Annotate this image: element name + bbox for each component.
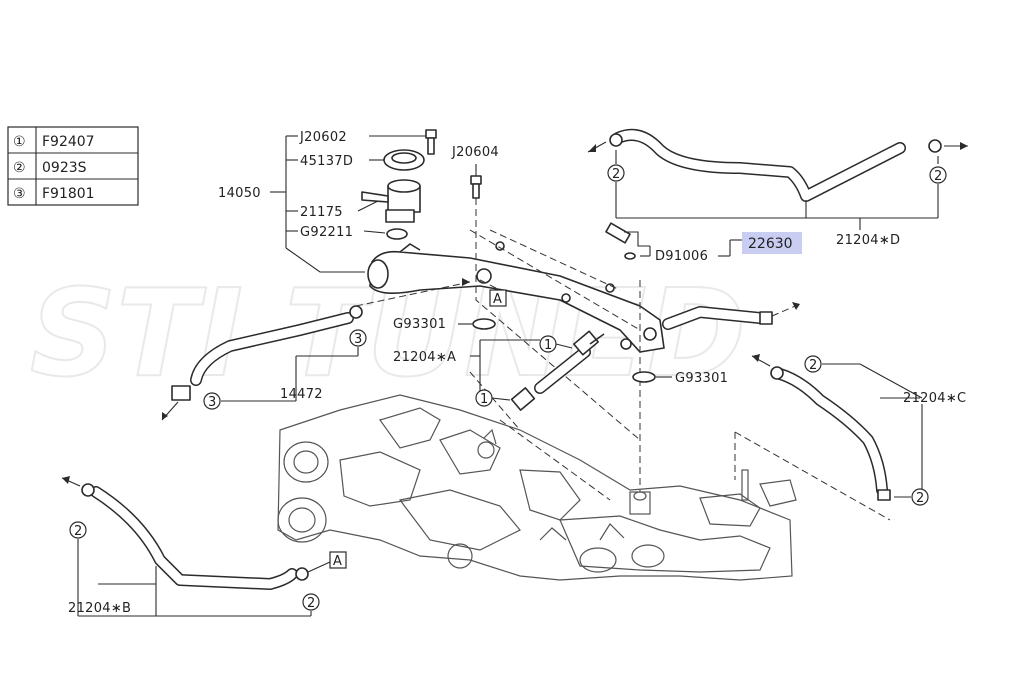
ref-a-box-bottom: A xyxy=(329,551,347,569)
ref-a-box-top: A xyxy=(489,289,507,307)
label-21204d: 21204∗D xyxy=(836,233,900,248)
label-14050: 14050 xyxy=(218,186,261,201)
label-j20604: J20604 xyxy=(451,145,499,160)
hose-21204d: 2 2 21204∗D xyxy=(587,129,968,248)
cap-45137d xyxy=(383,149,425,171)
bolt-j20602 xyxy=(425,129,437,155)
water-pipe-14050 xyxy=(367,241,665,353)
label-21204a: 21204∗A xyxy=(393,350,456,365)
svg-text:2: 2 xyxy=(809,358,818,373)
callout-1-a xyxy=(539,335,557,353)
legend-table: ① F92407 ② 0923S ③ F91801 xyxy=(7,126,139,206)
legend-code-1: F92407 xyxy=(42,134,95,150)
callout-1-b xyxy=(475,389,493,407)
thermostat-21175 xyxy=(361,179,421,223)
svg-text:A: A xyxy=(333,554,342,569)
callout-2-b-top xyxy=(69,521,87,539)
label-g93301-b: G93301 xyxy=(675,371,728,386)
callout-2-c-top xyxy=(804,355,822,373)
engine-block xyxy=(277,394,797,581)
callout-2-c-bottom xyxy=(911,488,929,506)
dashed-leaders xyxy=(469,198,891,521)
callout-3-bottom xyxy=(203,392,221,410)
label-j20602: J20602 xyxy=(299,130,347,145)
svg-text:2: 2 xyxy=(612,167,621,182)
gasket-g92211 xyxy=(386,228,408,240)
hose-21204c: 2 21204∗C 2 xyxy=(751,354,966,506)
highlight-22630 xyxy=(742,232,802,254)
sensor-22630: D91006 22630 xyxy=(605,222,802,264)
bolt-j20604: J20604 xyxy=(451,145,499,199)
svg-text:2: 2 xyxy=(916,491,925,506)
svg-text:2: 2 xyxy=(307,596,316,611)
label-21204c: 21204∗C xyxy=(903,391,966,406)
legend-code-3: F91801 xyxy=(42,186,95,202)
group-21204a: 21204∗A 1 1 xyxy=(393,330,605,411)
legend-num-1: ① xyxy=(13,134,26,150)
svg-text:1: 1 xyxy=(480,392,489,407)
svg-text:3: 3 xyxy=(208,395,217,410)
callout-2-d-left xyxy=(607,164,625,182)
svg-text:2: 2 xyxy=(934,169,943,184)
label-21175: 21175 xyxy=(300,205,343,220)
hose-upper-right xyxy=(662,302,801,330)
oring-g93301-top: G93301 xyxy=(393,317,496,332)
legend-num-2: ② xyxy=(13,160,26,176)
hose-21204b: 2 2 21204∗B xyxy=(61,476,331,617)
label-d91006: D91006 xyxy=(655,249,708,264)
svg-text:3: 3 xyxy=(354,332,363,347)
legend-num-3: ③ xyxy=(13,186,26,202)
label-22630: 22630 xyxy=(748,236,793,252)
callout-3-top xyxy=(349,329,367,347)
label-g93301-a: G93301 xyxy=(393,317,446,332)
label-45137d: 45137D xyxy=(300,154,353,169)
callout-2-d-right xyxy=(929,166,947,184)
group-14050: 14050 J20602 45137D 21175 G92211 xyxy=(218,130,428,273)
label-g92211: G92211 xyxy=(300,225,353,240)
callout-2-b-bottom xyxy=(302,593,320,611)
hose-14472: 3 3 14472 xyxy=(161,278,471,421)
svg-text:A: A xyxy=(493,292,502,307)
svg-text:1: 1 xyxy=(544,338,553,353)
label-14472: 14472 xyxy=(280,387,323,402)
legend-code-2: 0923S xyxy=(42,160,87,176)
svg-text:2: 2 xyxy=(74,524,83,539)
label-21204b: 21204∗B xyxy=(68,601,131,616)
oring-g93301-bottom: G93301 xyxy=(632,371,728,386)
